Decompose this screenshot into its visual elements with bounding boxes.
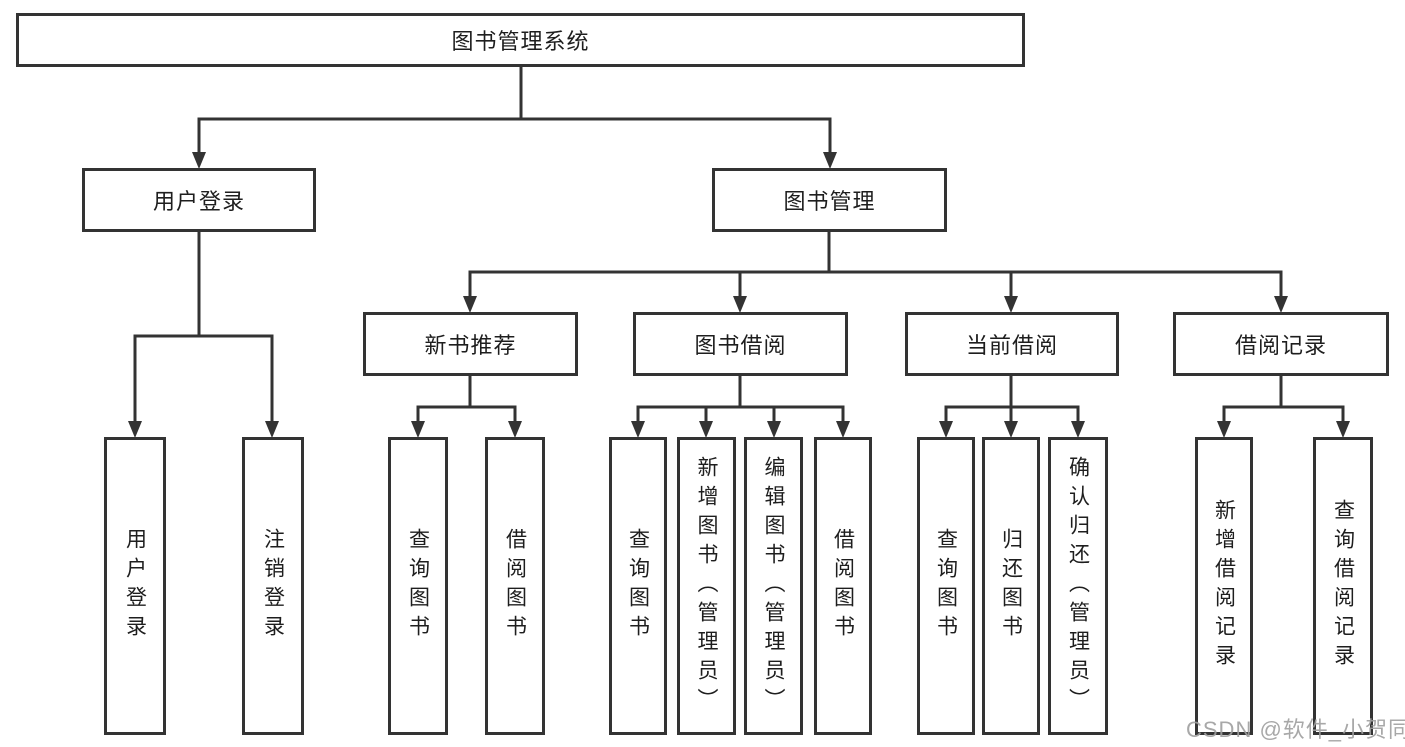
leaf-query-borrow-record: 查询借阅记录 xyxy=(1313,437,1373,735)
leaf-confirm-return-admin: 确认归还（管理员） xyxy=(1048,437,1108,735)
leaf-label: 查询图书 xyxy=(406,528,430,644)
node-book-management: 图书管理 xyxy=(712,168,947,232)
leaf-label: 查询借阅记录 xyxy=(1331,499,1355,673)
leaf-borrow-books-1: 借阅图书 xyxy=(485,437,545,735)
arrowheads xyxy=(128,152,1350,438)
leaf-add-book-admin: 新增图书（管理员） xyxy=(677,437,736,735)
leaf-label: 确认归还（管理员） xyxy=(1066,455,1090,717)
leaf-label: 归还图书 xyxy=(999,528,1023,644)
node-book-borrowing: 图书借阅 xyxy=(633,312,848,376)
leaf-label: 查询图书 xyxy=(626,528,650,644)
leaf-label: 编辑图书（管理员） xyxy=(762,455,785,717)
watermark-text: CSDN @软件_小贺同学 xyxy=(1186,717,1405,742)
leaf-label: 借阅图书 xyxy=(503,528,527,644)
leaf-label: 借阅图书 xyxy=(831,528,855,644)
leaf-edit-book-admin: 编辑图书（管理员） xyxy=(744,437,803,735)
node-new-book-recommendation: 新书推荐 xyxy=(363,312,578,376)
leaf-user-login: 用户登录 xyxy=(104,437,166,735)
node-current-borrowing: 当前借阅 xyxy=(905,312,1119,376)
leaf-add-borrow-record: 新增借阅记录 xyxy=(1195,437,1253,735)
leaf-label: 注销登录 xyxy=(261,528,285,644)
leaf-query-books-3: 查询图书 xyxy=(917,437,975,735)
node-user-login: 用户登录 xyxy=(82,168,316,232)
leaf-return-book: 归还图书 xyxy=(982,437,1040,735)
leaf-logout: 注销登录 xyxy=(242,437,304,735)
node-borrowing-records: 借阅记录 xyxy=(1173,312,1389,376)
leaf-borrow-books-2: 借阅图书 xyxy=(814,437,872,735)
leaf-label: 查询图书 xyxy=(934,528,958,644)
node-library-management-system: 图书管理系统 xyxy=(16,13,1025,67)
leaf-query-books-2: 查询图书 xyxy=(609,437,667,735)
leaf-label: 新增借阅记录 xyxy=(1212,499,1236,673)
leaf-label: 新增图书（管理员） xyxy=(695,455,718,717)
leaf-query-books-1: 查询图书 xyxy=(388,437,448,735)
leaf-label: 用户登录 xyxy=(123,528,147,644)
